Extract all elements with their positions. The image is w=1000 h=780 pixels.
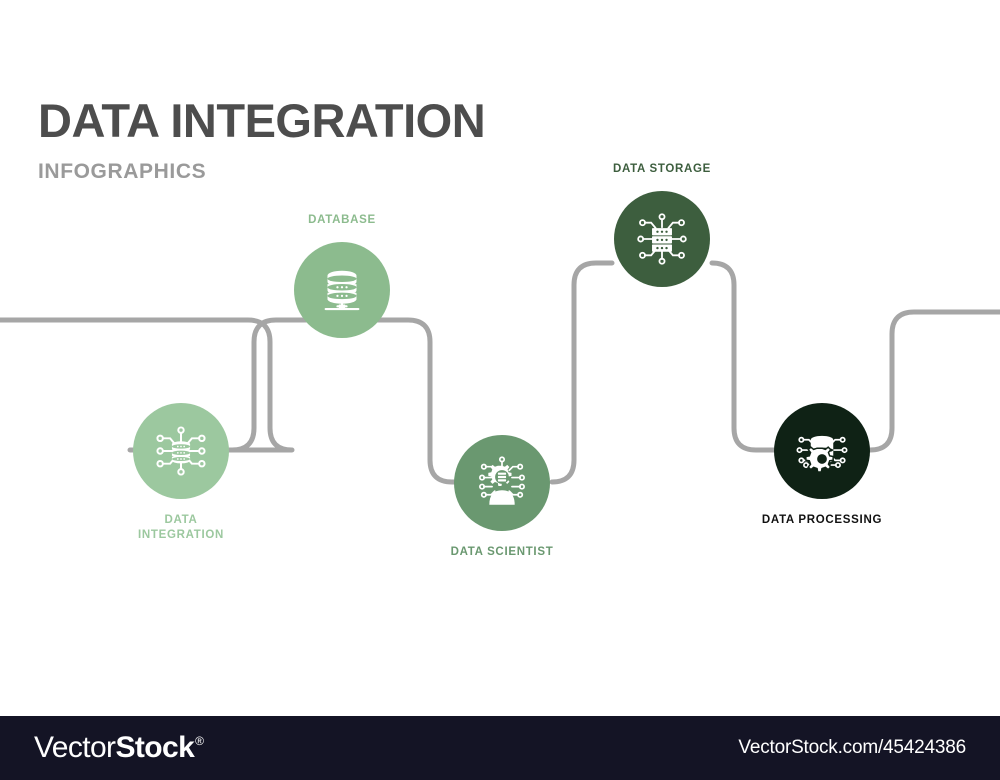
- step-data-scientist[interactable]: DATA SCIENTIST: [412, 435, 592, 560]
- data-scientist-icon: [479, 456, 525, 505]
- step-5-circle[interactable]: [774, 403, 870, 499]
- data-integration-icon: [156, 426, 206, 476]
- page-title: DATA INTEGRATION: [38, 94, 486, 147]
- step-5-label: DATA PROCESSING: [761, 514, 883, 526]
- step-1-circle[interactable]: [133, 403, 229, 499]
- step-data-storage[interactable]: DATA STORAGE: [572, 162, 752, 288]
- step-2-label: DATABASE: [308, 214, 376, 226]
- step-1-label: DATA INTEGRATION: [137, 514, 225, 542]
- logo-text-thin: Vector: [34, 731, 116, 764]
- footer-url: VectorStock.com/45424386: [738, 737, 966, 758]
- step-data-processing[interactable]: DATA PROCESSING: [732, 403, 912, 528]
- step-3-circle[interactable]: [454, 435, 550, 531]
- step-4-circle[interactable]: [614, 191, 710, 288]
- data-processing-icon: [796, 435, 848, 473]
- step-3-label: DATA SCIENTIST: [450, 546, 554, 558]
- page-subtitle: INFOGRAPHICS: [38, 160, 207, 184]
- step-4-label: DATA STORAGE: [612, 163, 712, 175]
- step-data-integration[interactable]: DATA INTEGRATION: [91, 403, 271, 543]
- registered-trademark-icon: ®: [195, 734, 204, 748]
- step-2-circle[interactable]: [294, 242, 390, 339]
- step-database[interactable]: DATABASE: [252, 213, 432, 339]
- logo-text-bold: Stock: [115, 731, 195, 764]
- data-storage-icon: [637, 213, 687, 265]
- heading-block: DATA INTEGRATION INFOGRAPHICS: [38, 94, 486, 184]
- database-icon: [324, 270, 360, 311]
